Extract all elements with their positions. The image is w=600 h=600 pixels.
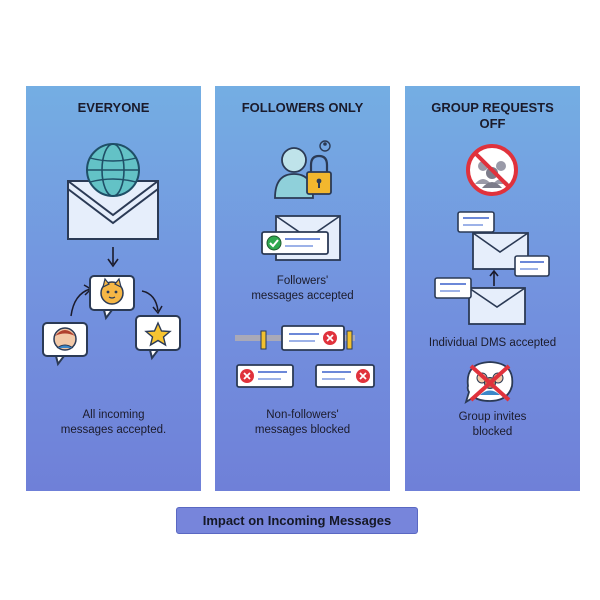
non-followers-blocked-caption: Non-followers' messages blocked xyxy=(254,409,351,436)
followers-illustration xyxy=(235,140,375,388)
person-lock-icon xyxy=(274,140,332,199)
accepted-message-icon xyxy=(261,215,341,261)
curved-arrow-icon xyxy=(70,288,91,317)
arrow-down-icon xyxy=(107,247,119,268)
panel-title: EVERYONE xyxy=(77,100,150,115)
everyone-caption: All incoming messages accepted. xyxy=(60,409,167,436)
group-invites-caption: Group invites blocked xyxy=(458,411,527,438)
blocked-message-icon xyxy=(235,325,355,351)
everyone-illustration xyxy=(42,143,181,367)
star-chat-bubble-icon xyxy=(135,315,181,361)
group-requests-illustration xyxy=(434,144,550,405)
blocked-message-icon xyxy=(315,364,375,388)
footer-label: Impact on Incoming Messages xyxy=(176,507,418,534)
person-chat-bubble-icon xyxy=(42,322,88,367)
no-group-icon xyxy=(466,144,518,196)
curved-arrow-icon xyxy=(141,290,159,312)
panel-title: GROUP REQUESTS OFF xyxy=(431,100,554,131)
individual-dms-caption: Individual DMS accepted xyxy=(428,337,557,349)
panel-everyone: EVERYONE xyxy=(26,86,201,491)
panel-group-requests-off: GROUP REQUESTS OFF xyxy=(405,86,580,491)
blocked-group-invite-icon xyxy=(464,361,514,405)
panel-title: FOLLOWERS ONLY xyxy=(241,100,364,115)
followers-accepted-caption: Followers' messages accepted xyxy=(251,275,354,302)
globe-envelope-icon xyxy=(67,143,159,240)
panel-followers-only: FOLLOWERS ONLY xyxy=(215,86,390,491)
blocked-message-icon xyxy=(236,364,294,388)
individual-dm-icon xyxy=(434,211,550,325)
cat-chat-bubble-icon xyxy=(89,275,135,321)
